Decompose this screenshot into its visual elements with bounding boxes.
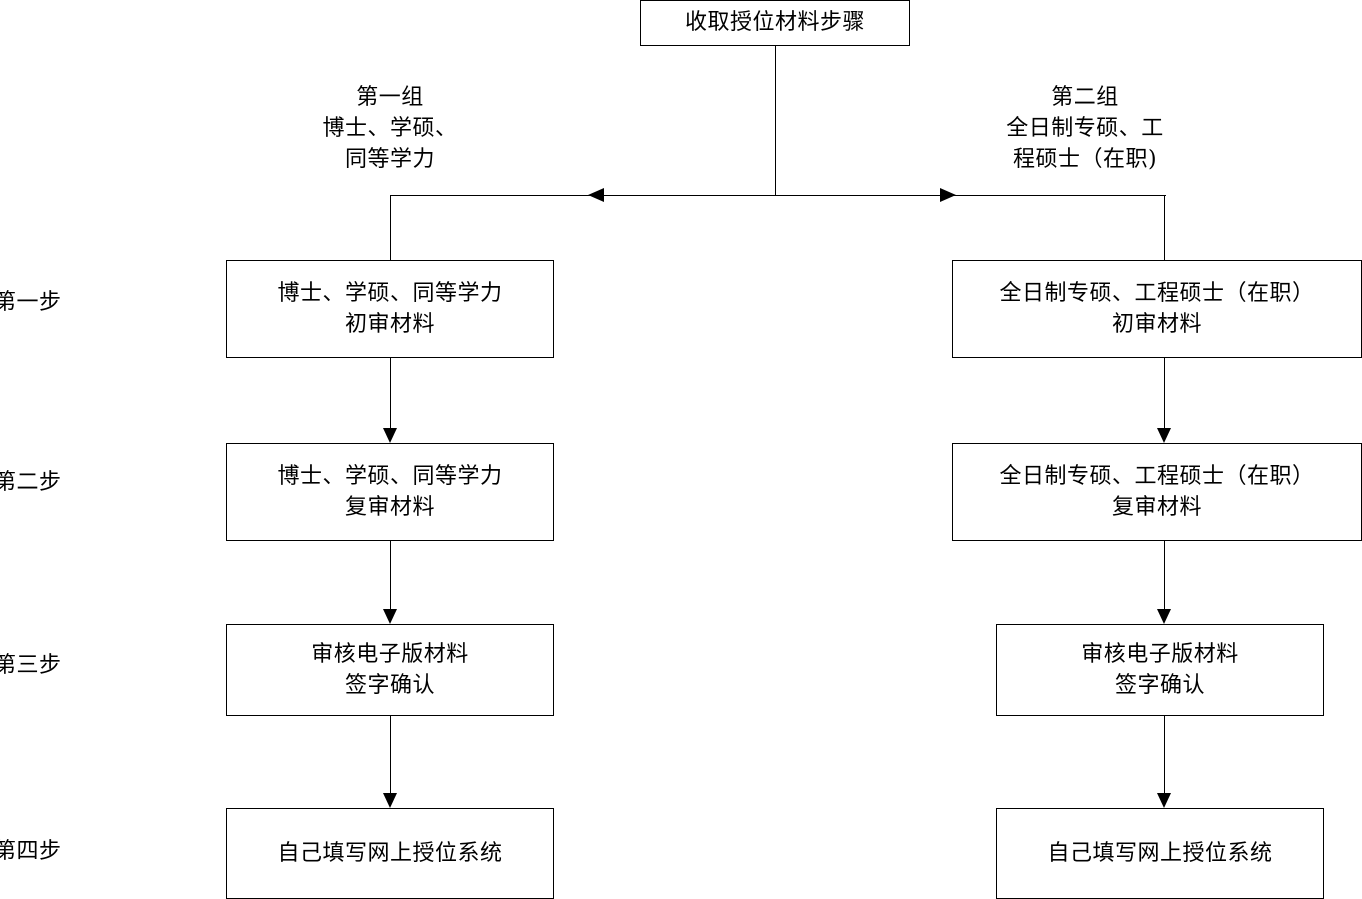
group-one-caption-line-1: 第一组 [356, 85, 424, 110]
left-arrow-1-2-icon [383, 428, 397, 443]
group-one-caption-line-3: 同等学力 [344, 147, 435, 173]
left-step-4-box: 自己填写网上授位系统 [226, 808, 554, 899]
right-arrow-3-4-icon [1157, 793, 1171, 808]
right-arrow-2-3-icon [1157, 609, 1171, 624]
right-step-1-line-1: 全日制专硕、工程硕士（在职） [999, 280, 1315, 306]
left-step-1-line-2: 初审材料 [344, 312, 435, 337]
left-connector-3-4 [390, 716, 391, 793]
left-arrow-3-4-icon [383, 793, 397, 808]
left-step-2-line-1: 博士、学硕、同等学力 [277, 463, 503, 489]
trunk-connector [775, 46, 776, 196]
right-step-2-line-1: 全日制专硕、工程硕士（在职） [999, 463, 1315, 489]
right-step-3-line-2: 签字确认 [1114, 673, 1205, 698]
step-label-4: 第四步 [0, 839, 62, 864]
split-arrow-left-icon [588, 188, 604, 202]
group-two-caption-line-3: 程硕士（在职) [1012, 147, 1158, 173]
split-leg-right [1164, 195, 1165, 260]
right-connector-3-4 [1164, 716, 1165, 793]
right-step-4-box: 自己填写网上授位系统 [996, 808, 1324, 899]
left-step-3-line-1: 审核电子版材料 [311, 641, 469, 667]
title-box-line-1: 收取授位材料步骤 [684, 10, 865, 36]
left-connector-2-3 [390, 541, 391, 609]
left-step-1-line-1: 博士、学硕、同等学力 [277, 280, 503, 306]
left-step-3-box: 审核电子版材料 签字确认 [226, 624, 554, 716]
right-step-4-line-1: 自己填写网上授位系统 [1047, 840, 1273, 866]
right-step-1-line-2: 初审材料 [1111, 312, 1202, 337]
group-two-caption-line-2: 全日制专硕、工 [1006, 116, 1164, 142]
right-step-2-line-2: 复审材料 [1111, 495, 1202, 520]
right-connector-1-2 [1164, 358, 1165, 428]
group-two-caption-line-1: 第二组 [1051, 85, 1119, 110]
title-box: 收取授位材料步骤 [640, 0, 910, 46]
left-step-3-line-2: 签字确认 [344, 673, 435, 698]
step-label-1: 第一步 [0, 290, 62, 315]
left-connector-1-2 [390, 358, 391, 428]
right-connector-2-3 [1164, 541, 1165, 609]
step-label-2: 第二步 [0, 470, 62, 495]
left-step-2-line-2: 复审材料 [344, 495, 435, 520]
right-step-3-line-1: 审核电子版材料 [1081, 641, 1239, 667]
right-arrow-1-2-icon [1157, 428, 1171, 443]
step-label-3: 第三步 [0, 653, 62, 678]
split-leg-left [390, 195, 391, 260]
right-step-3-box: 审核电子版材料 签字确认 [996, 624, 1324, 716]
split-connector-horizontal [390, 195, 1166, 196]
left-arrow-2-3-icon [383, 609, 397, 624]
group-one-caption: 第一组 博士、学硕、 同等学力 [285, 82, 495, 176]
group-one-caption-line-2: 博士、学硕、 [322, 116, 458, 142]
left-step-1-box: 博士、学硕、同等学力 初审材料 [226, 260, 554, 358]
split-arrow-right-icon [940, 188, 956, 202]
left-step-4-line-1: 自己填写网上授位系统 [277, 840, 503, 866]
right-step-1-box: 全日制专硕、工程硕士（在职） 初审材料 [952, 260, 1362, 358]
left-step-2-box: 博士、学硕、同等学力 复审材料 [226, 443, 554, 541]
right-step-2-box: 全日制专硕、工程硕士（在职） 复审材料 [952, 443, 1362, 541]
group-two-caption: 第二组 全日制专硕、工 程硕士（在职) [955, 82, 1215, 176]
